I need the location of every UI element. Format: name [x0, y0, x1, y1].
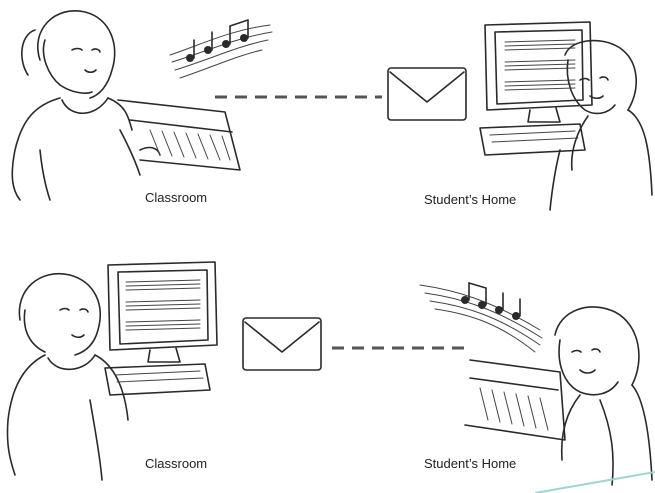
- computer-monitor-top: [479, 21, 593, 156]
- teacher-figure-top: [11, 10, 161, 201]
- piano-keyboard-top: [117, 99, 241, 171]
- music-notes-icon: [419, 282, 543, 353]
- classroom-label-bottom: Classroom: [145, 456, 208, 471]
- student-figure-top: [549, 39, 653, 211]
- student-home-label-bottom: Student’s Home: [424, 456, 517, 471]
- teacher-figure-bottom: [6, 272, 129, 481]
- envelope-icon: [387, 67, 467, 121]
- classroom-label-top: Classroom: [145, 190, 208, 205]
- accent-line: [534, 471, 655, 493]
- piano-keyboard-bottom: [464, 359, 566, 441]
- student-home-label-top: Student’s Home: [424, 192, 517, 207]
- computer-monitor-bottom: [104, 261, 218, 396]
- envelope-icon: [242, 317, 322, 371]
- music-notes-icon: [169, 19, 273, 79]
- student-figure-bottom: [554, 306, 653, 486]
